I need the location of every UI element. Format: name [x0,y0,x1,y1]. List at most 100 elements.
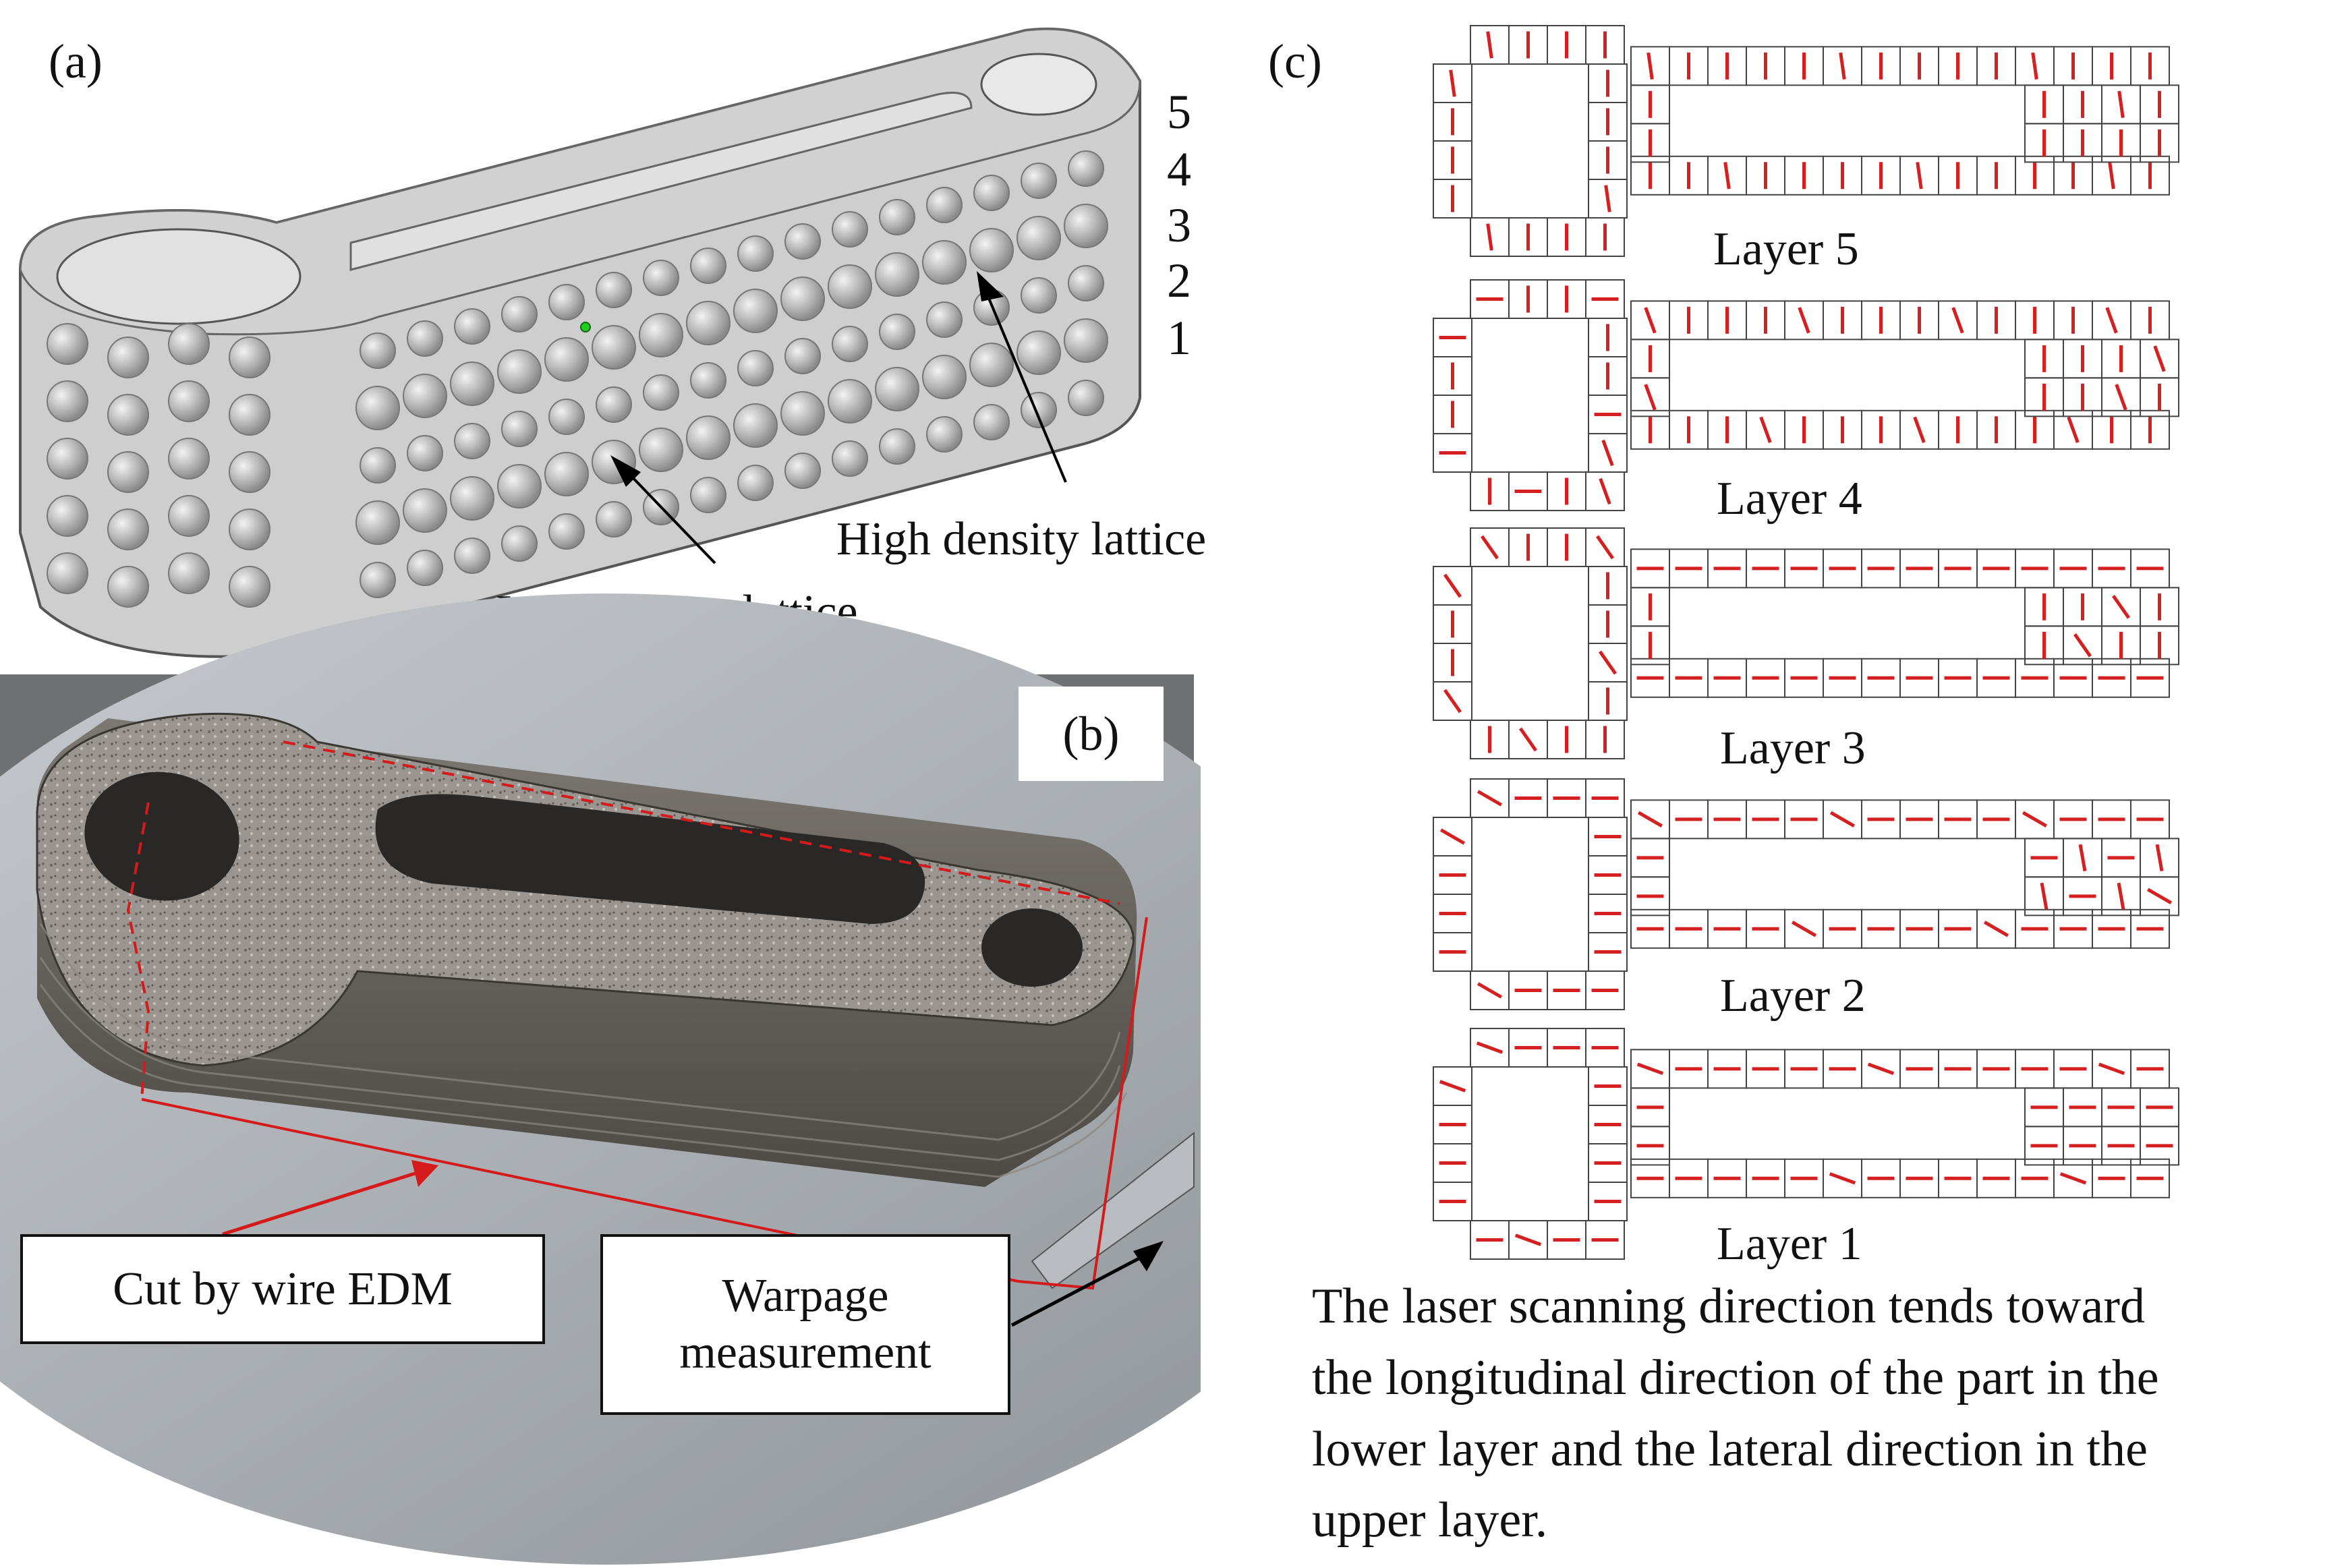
lattice-node [107,566,149,608]
lattice-node [784,453,821,489]
cut-by-edm-box: Cut by wire EDM [20,1234,545,1344]
lattice-node [548,513,585,550]
lattice-node [879,314,915,350]
scan-vector [2153,345,2166,372]
scan-vector [2108,162,2115,190]
warpage-measurement-box: Warpage measurement [600,1234,1010,1415]
scan-vector [1486,223,1493,251]
lattice-node [450,476,494,521]
lattice-render [19,27,1141,658]
lattice-node [47,323,88,365]
lattice-node [879,199,915,235]
lattice-node [454,308,490,345]
lattice-node [875,367,919,411]
scan-vector [2115,384,2127,411]
lattice-node [784,223,821,260]
scan-cell [1585,471,1625,511]
scan-vector [1477,982,1503,999]
lattice-node [107,337,149,378]
lattice-node [229,509,270,550]
lattice-node [832,211,868,248]
scan-cell [2140,625,2179,666]
scan-vector [1518,727,1538,752]
scan-vector [1514,1233,1542,1246]
scan-vector [1759,416,1772,443]
lattice-node [168,552,210,594]
scan-cell [1630,377,1670,417]
scan-vector [1913,416,1926,443]
lattice-node [690,362,726,399]
scan-cell [1433,932,1472,972]
scan-vector [1636,1062,1664,1076]
lattice-node [592,325,636,370]
lattice-node [407,550,443,586]
caption-line: the longitudinal direction of the part i… [1312,1349,2159,1405]
scan-vector [1644,384,1657,411]
panel-a-label: (a) [49,34,103,88]
scan-vector [2073,633,2092,658]
lattice-node [926,301,963,338]
lattice-node [355,386,400,430]
caption-line: upper layer. [1312,1492,1548,1548]
scan-vector [2031,52,2038,80]
lattice-node [548,284,585,320]
lattice-node [1068,150,1104,187]
lattice-node [784,338,821,374]
scan-vector [1439,828,1466,845]
lattice-node [501,525,538,562]
scan-vector [1829,1172,1856,1185]
panel-b-label-box: (b) [1019,687,1164,781]
lattice-node [828,379,872,424]
lattice-node [686,301,731,345]
lattice-node [832,440,868,477]
lattice-node [733,289,778,333]
measurement-label: measurement [679,1327,932,1378]
scan-vector [1644,307,1657,334]
layer-number: 1 [1167,311,1191,365]
lattice-node [690,248,726,284]
scan-cell [2140,377,2179,417]
layer-label: Layer 4 [1717,473,1862,525]
lattice-node [450,361,494,406]
layer-number: 4 [1167,142,1191,196]
lattice-node [47,495,88,537]
lattice-node [168,380,210,422]
scan-vector [1951,307,1964,334]
lattice-node [403,374,447,418]
lattice-node [168,438,210,480]
scan-cell [1433,1182,1472,1221]
lattice-node [403,488,447,533]
lattice-node [922,240,967,285]
lattice-node [1068,265,1104,301]
lattice-node [639,313,683,357]
lattice-node [544,337,589,382]
lattice-node [690,477,726,513]
scan-vector [1983,921,2009,937]
lattice-node [407,435,443,471]
scan-vector [2111,595,2131,619]
scan-vector [2059,1172,2087,1185]
scan-cell [2140,1126,2179,1166]
scan-vector [1798,307,1810,334]
lattice-node [544,452,589,496]
caption-line: lower layer and the lateral direction in… [1312,1421,2148,1477]
lattice-node [973,404,1010,440]
lattice-node [922,355,967,399]
layer-label: Layer 5 [1713,223,1859,275]
lattice-node [969,343,1014,387]
scan-vector [2146,888,2173,905]
lattice-node [926,187,963,223]
scan-cell [1630,876,1670,917]
lattice-node [1021,277,1057,314]
lattice-node [497,349,542,394]
scan-cell [2130,908,2170,949]
lattice-node [875,252,919,297]
lattice-node [501,411,538,447]
layer-number: 3 [1167,198,1191,252]
lattice-node [454,538,490,574]
scan-vector [2117,90,2125,119]
scan-vector [2040,882,2049,910]
scan-vector [1486,31,1493,59]
scan-vector [1443,573,1462,598]
lattice-node [643,260,679,296]
